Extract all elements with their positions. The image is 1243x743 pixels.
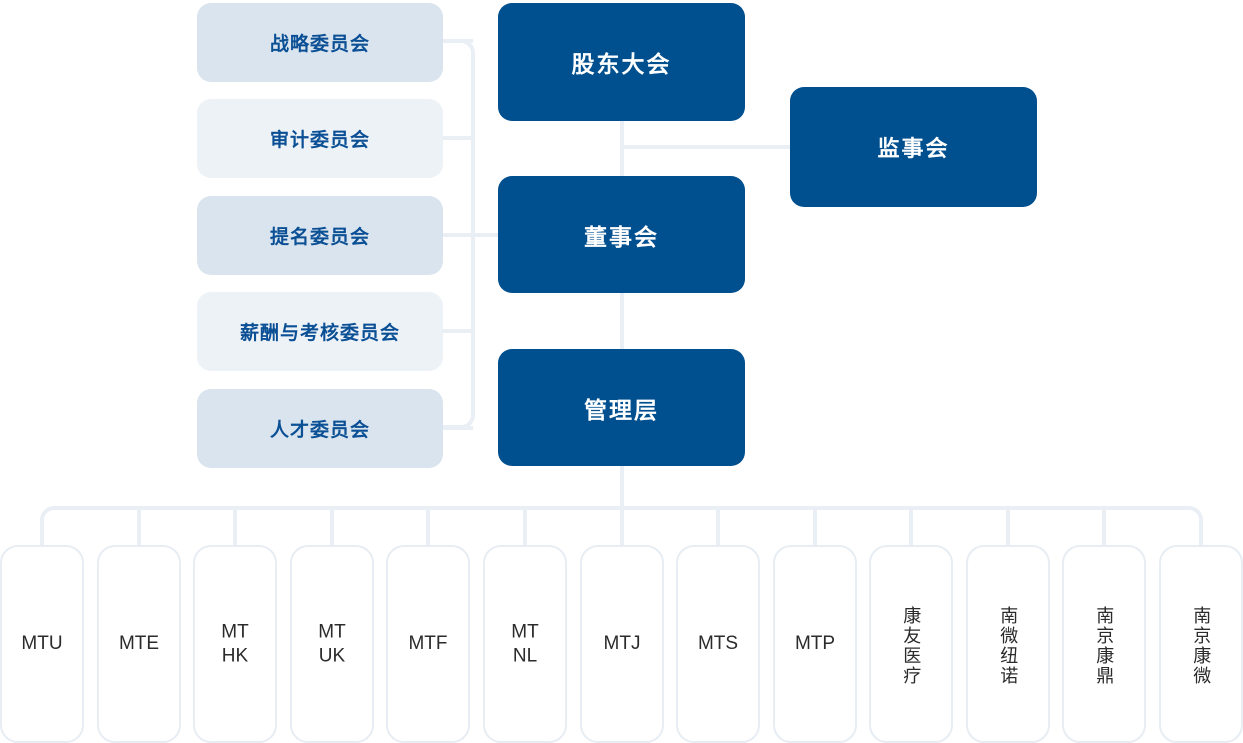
subsidiary-box-10[interactable]: 康友医疗 bbox=[869, 545, 953, 743]
node-management-label: 管理层 bbox=[584, 396, 659, 423]
subsidiary-box-1[interactable]: MTU bbox=[0, 545, 84, 743]
committee-item-4[interactable]: 薪酬与考核委员会 bbox=[197, 292, 443, 371]
committee-item-label: 提名委员会 bbox=[269, 227, 370, 248]
subsidiary-box-8[interactable]: MTS bbox=[676, 545, 760, 743]
node-board-of-supervisors-label: 监事会 bbox=[877, 136, 950, 161]
node-board-of-directors-label: 董事会 bbox=[584, 223, 659, 250]
subsidiary-label: MTP bbox=[794, 633, 836, 655]
committee-item-label: 薪酬与考核委员会 bbox=[239, 323, 400, 344]
node-board-of-supervisors[interactable]: 监事会 bbox=[790, 87, 1037, 207]
subsidiary-box-2[interactable]: MTE bbox=[97, 545, 181, 743]
subsidiary-label: MTS bbox=[697, 633, 739, 655]
node-shareholders-meeting-label: 股东大会 bbox=[571, 51, 672, 77]
committee-item-5[interactable]: 人才委员会 bbox=[197, 389, 443, 468]
subsidiary-label: MTF bbox=[408, 633, 448, 655]
subsidiary-box-3[interactable]: MT HK bbox=[193, 545, 277, 743]
subsidiary-label: MT UK bbox=[318, 621, 346, 666]
wire-committee-spine bbox=[443, 39, 475, 429]
subsidiary-label: MT NL bbox=[511, 621, 539, 666]
subsidiary-label: 南京康鼎 bbox=[1094, 606, 1115, 686]
subsidiary-box-4[interactable]: MT UK bbox=[290, 545, 374, 743]
subsidiary-box-13[interactable]: 南京康微 bbox=[1159, 545, 1243, 743]
subsidiary-box-12[interactable]: 南京康鼎 bbox=[1062, 545, 1146, 743]
subsidiary-label: MTJ bbox=[603, 633, 641, 655]
subsidiary-label: 康友医疗 bbox=[901, 606, 922, 686]
subsidiary-box-7[interactable]: MTJ bbox=[580, 545, 664, 743]
subsidiary-label: 南京康微 bbox=[1191, 606, 1212, 686]
subsidiary-label: MT HK bbox=[221, 621, 249, 666]
subsidiary-label: MTE bbox=[118, 633, 160, 655]
committee-item-label: 审计委员会 bbox=[269, 130, 370, 151]
wire-subsidiary-bus bbox=[40, 506, 1203, 545]
committee-item-3[interactable]: 提名委员会 bbox=[197, 196, 443, 275]
committee-item-2[interactable]: 审计委员会 bbox=[197, 99, 443, 178]
committee-item-label: 战略委员会 bbox=[269, 34, 370, 55]
subsidiary-box-9[interactable]: MTP bbox=[773, 545, 857, 743]
subsidiary-label: 南微纽诺 bbox=[998, 606, 1019, 686]
subsidiary-box-6[interactable]: MT NL bbox=[483, 545, 567, 743]
subsidiary-label: MTU bbox=[21, 633, 63, 655]
node-board-of-directors[interactable]: 董事会 bbox=[498, 176, 745, 293]
node-shareholders-meeting[interactable]: 股东大会 bbox=[498, 3, 745, 121]
committee-item-1[interactable]: 战略委员会 bbox=[197, 3, 443, 82]
subsidiary-box-11[interactable]: 南微纽诺 bbox=[966, 545, 1050, 743]
node-management[interactable]: 管理层 bbox=[498, 349, 745, 466]
subsidiary-box-5[interactable]: MTF bbox=[386, 545, 470, 743]
committee-item-label: 人才委员会 bbox=[269, 420, 370, 441]
